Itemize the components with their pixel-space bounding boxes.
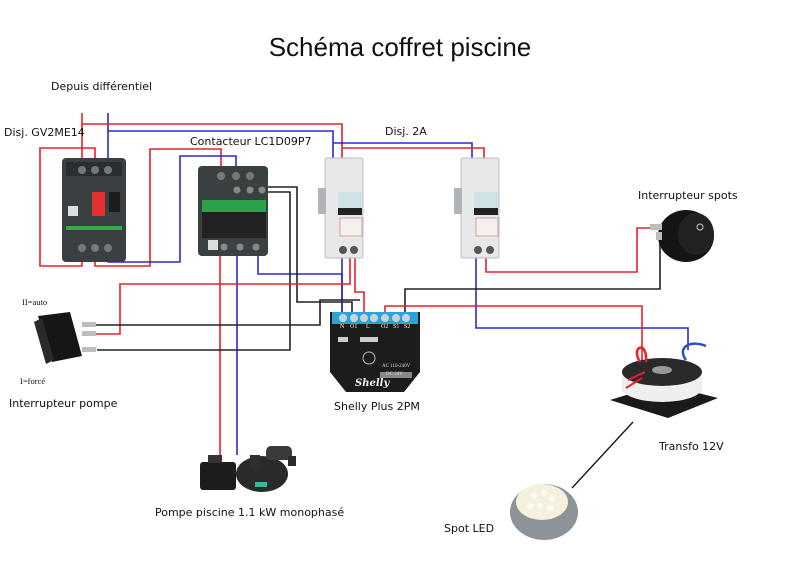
breaker-2a-1 — [318, 157, 364, 259]
shelly-terminal-n: N — [340, 324, 345, 330]
spots-round-switch — [650, 210, 714, 262]
wire-neutral-feed-2a — [108, 130, 334, 160]
toroidal-transformer — [610, 342, 718, 418]
label-pump: Pompe piscine 1.1 kW monophasé — [155, 506, 345, 519]
shelly-terminal-o1: O1 — [350, 324, 358, 330]
label-shelly: Shelly Plus 2PM — [334, 400, 420, 413]
label-contactor: Contacteur LC1D09P7 — [190, 135, 312, 148]
shelly-terminal-s2: S2 — [404, 324, 411, 330]
label-breaker-2a: Disj. 2A — [385, 125, 427, 138]
wire-phase-shelly-l — [354, 255, 365, 312]
wire-low-voltage-spot — [571, 421, 634, 489]
label-breaker-gv2me14: Disj. GV2ME14 — [4, 126, 85, 139]
wire-control-contactor-a2 — [97, 191, 291, 351]
shelly-terminal-s1: S1 — [393, 324, 400, 330]
shelly-plus-2pm-module — [330, 312, 420, 392]
motor-breaker-gv2me14 — [62, 158, 126, 262]
label-spot-switch: Interrupteur spots — [638, 189, 738, 202]
shelly-rating: AC 110-240V — [382, 364, 411, 369]
wire-phase-2a-bridge — [342, 147, 485, 160]
label-pump-switch-forced: I=forcé — [20, 376, 46, 386]
wire-control-contactor-a1 — [262, 186, 353, 312]
shelly-terminal-l: L — [366, 324, 370, 330]
wire-neutral-transfo — [475, 255, 689, 350]
label-transformer: Transfo 12V — [659, 440, 724, 453]
contactor-lc1d09p7 — [198, 166, 268, 256]
label-pump-switch-auto: II=auto — [22, 297, 48, 307]
wire-phase-transfo — [384, 305, 643, 360]
breaker-2a-2 — [454, 157, 500, 259]
shelly-dc-rating: DC 24V — [386, 372, 403, 377]
wire-phase-gv2-loop — [39, 147, 96, 267]
shelly-brand-logo: Shelly — [355, 378, 390, 389]
spot-led — [510, 484, 578, 540]
wire-control-pump-switch — [95, 299, 360, 326]
wire-phase-2a-out — [96, 255, 351, 335]
label-pump-switch: Interrupteur pompe — [9, 397, 118, 410]
diagram-title: Schéma coffret piscine — [268, 32, 532, 62]
wire-phase-spots — [485, 227, 655, 273]
pump-rocker-switch — [34, 312, 96, 364]
shelly-terminal-o2: O2 — [381, 324, 389, 330]
wire-phase-gv2-to-contactor — [94, 148, 222, 267]
label-from-differential: Depuis différentiel — [51, 80, 153, 93]
label-spot-led: Spot LED — [444, 522, 495, 535]
wire-neutral-2a-bridge — [333, 142, 473, 160]
pool-pump — [200, 446, 296, 492]
wire-control-spot-switch — [404, 235, 661, 312]
